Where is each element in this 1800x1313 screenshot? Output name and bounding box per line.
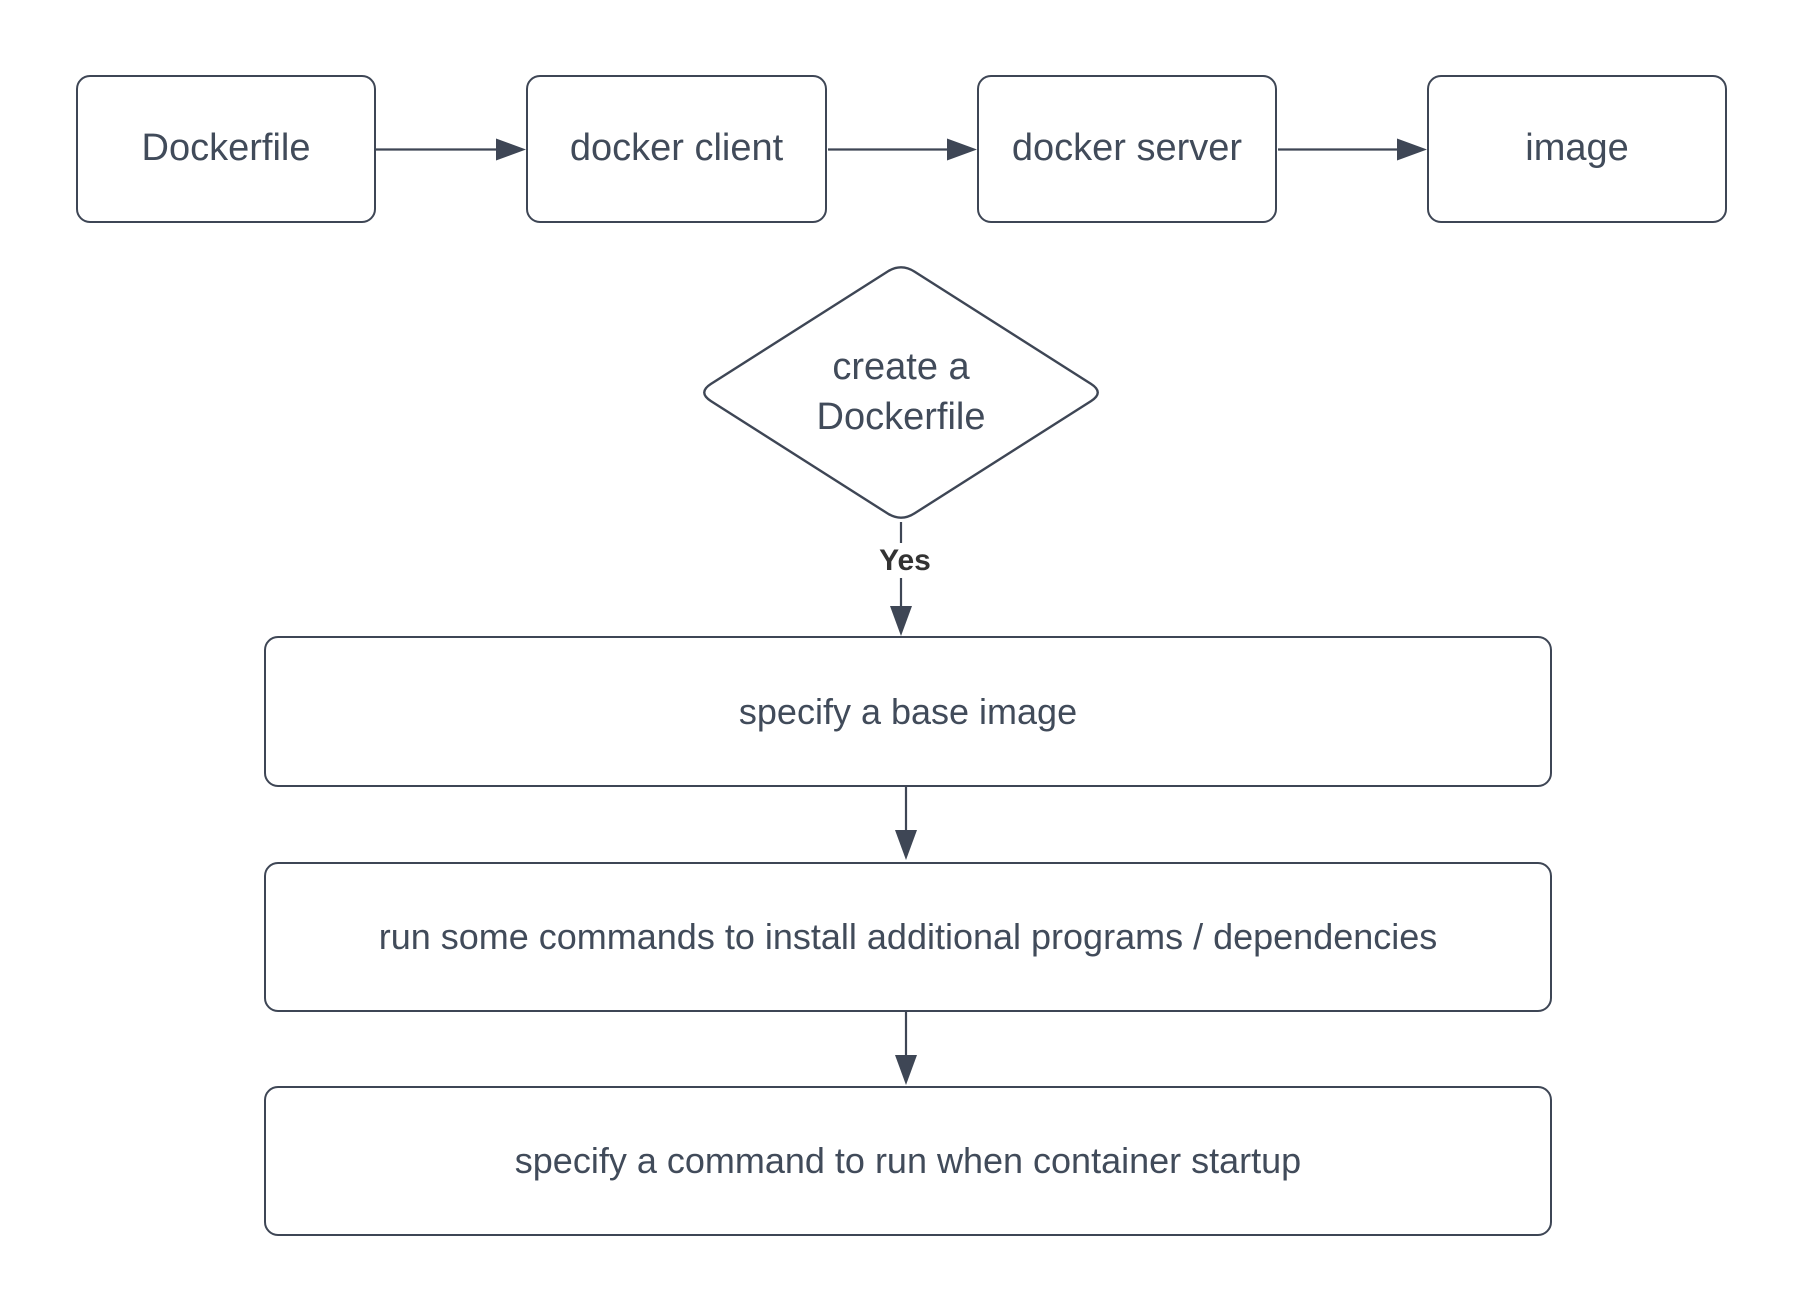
arrow-head: [947, 138, 977, 161]
arrow-head: [1397, 138, 1427, 161]
arrow-step-1-to-step-2: [895, 787, 917, 860]
step-run-commands: run some commands to install additional …: [264, 862, 1552, 1012]
step-label: specify a base image: [738, 690, 1078, 732]
decision-label-line1: create a: [832, 346, 970, 389]
arrow-docker-server-to-image: [1278, 138, 1427, 161]
arrow-dockerfile-to-docker-client: [376, 138, 526, 161]
arrow-head: [496, 138, 526, 161]
decision-label-line2: Dockerfile: [816, 395, 986, 438]
node-image: image: [1427, 75, 1727, 223]
node-label: docker client: [569, 127, 784, 170]
step-label: run some commands to install additional …: [378, 916, 1438, 958]
node-label: Dockerfile: [141, 127, 311, 170]
step-specify-base-image: specify a base image: [264, 636, 1552, 787]
arrow-docker-client-to-docker-server: [828, 138, 977, 161]
decision-label: create a Dockerfile: [721, 322, 1081, 463]
arrow-step-2-to-step-3: [895, 1012, 917, 1085]
arrow-decision-to-step-1: [890, 522, 912, 636]
arrow-head: [895, 830, 917, 860]
node-docker-client: docker client: [526, 75, 827, 223]
node-label: image: [1525, 127, 1629, 170]
node-label: docker server: [1011, 127, 1243, 170]
edge-label-yes: Yes: [862, 543, 948, 578]
step-label: specify a command to run when container …: [514, 1140, 1302, 1182]
node-dockerfile: Dockerfile: [76, 75, 376, 223]
decision-diamond-shape: [703, 266, 1099, 519]
arrow-head: [890, 606, 912, 636]
step-startup-command: specify a command to run when container …: [264, 1086, 1552, 1236]
arrow-head: [895, 1055, 917, 1085]
node-docker-server: docker server: [977, 75, 1277, 223]
